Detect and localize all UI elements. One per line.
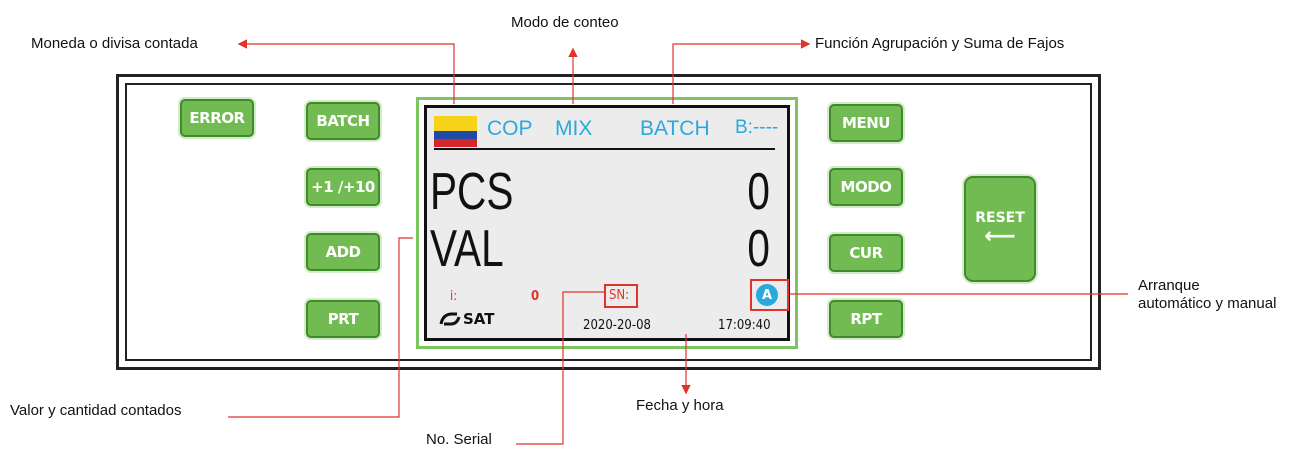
label-serial: No. Serial: [426, 431, 492, 448]
sat-logo-icon: [439, 312, 461, 326]
sat-logo-text: SAT: [463, 310, 495, 328]
pcs-value: 0: [747, 163, 770, 221]
plus-button[interactable]: +1 /+10: [306, 168, 380, 206]
label-valor-cantidad: Valor y cantidad contados: [10, 402, 182, 419]
header-divider: [434, 148, 775, 150]
leader-moneda: [237, 39, 455, 104]
leader-valor: [228, 237, 413, 418]
menu-button[interactable]: MENU: [829, 104, 903, 142]
auto-start-highlight-box: [750, 279, 789, 311]
mode-text: MIX: [555, 117, 593, 140]
batch-button[interactable]: BATCH: [306, 102, 380, 140]
sn-label: SN:: [609, 288, 630, 303]
error-button[interactable]: ERROR: [180, 99, 254, 137]
label-arranque-line2: automático y manual: [1138, 295, 1277, 312]
modo-button[interactable]: MODO: [829, 168, 903, 206]
prt-button[interactable]: PRT: [306, 300, 380, 338]
rpt-button[interactable]: RPT: [829, 300, 903, 338]
pcs-label: PCS: [430, 163, 514, 221]
label-arranque: Arranque automático y manual: [1138, 277, 1276, 313]
batch-text: BATCH: [640, 117, 710, 140]
val-label: VAL: [430, 220, 504, 278]
label-modo-conteo: Modo de conteo: [511, 14, 619, 31]
device-panel: [125, 83, 1092, 361]
reset-button[interactable]: RESET ⟵: [964, 176, 1036, 282]
display-screen: [424, 105, 790, 341]
label-arranque-line1: Arranque: [1138, 277, 1200, 294]
time-text: 17:09:40: [718, 318, 771, 333]
leader-funcion: [672, 39, 811, 104]
cur-button[interactable]: CUR: [829, 234, 903, 272]
batch-value-text: B:----: [735, 117, 779, 138]
colombia-flag-icon: [434, 116, 477, 147]
currency-text: COP: [487, 117, 533, 140]
label-moneda: Moneda o divisa contada: [31, 35, 198, 52]
serial-highlight-box: [604, 284, 638, 308]
i-label: i:: [450, 289, 458, 304]
val-value: 0: [747, 220, 770, 278]
reset-label: RESET: [975, 210, 1025, 226]
label-funcion-agrupacion: Función Agrupación y Suma de Fajos: [815, 35, 1065, 52]
add-button[interactable]: ADD: [306, 233, 380, 271]
leader-serial: [516, 291, 604, 445]
i-value: 0: [531, 289, 540, 304]
auto-start-icon: A: [756, 284, 778, 306]
date-text: 2020-20-08: [583, 318, 651, 333]
sat-logo: SAT: [439, 310, 494, 328]
label-fecha-hora: Fecha y hora: [636, 397, 724, 414]
back-arrow-icon: ⟵: [984, 224, 1016, 249]
